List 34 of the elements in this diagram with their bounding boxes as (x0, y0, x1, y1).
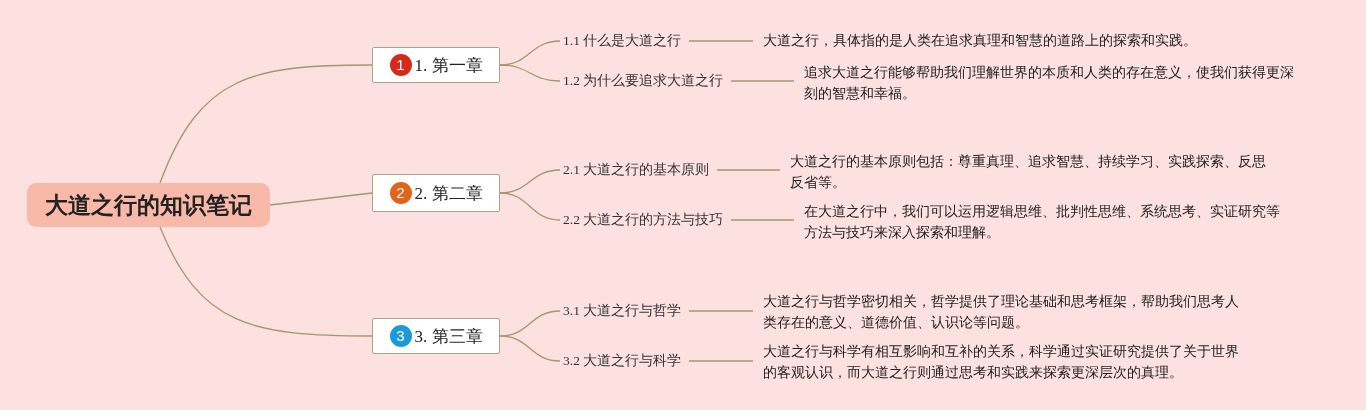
description-text: 大道之行的基本原则包括：尊重真理、追求智慧、持续学习、实践探索、反思反省等。 (790, 151, 1274, 195)
subtopic-text: 3.2 大道之行与科学 (563, 351, 682, 371)
connector-line (269, 192, 373, 206)
number-badge: 3 (389, 325, 412, 347)
description-text: 大道之行与科学有相互影响和互补的关系，科学通过实证研究提供了关于世界的客观认识，而大道之行则通过思考和实践来探索更深层次的真理。 (763, 341, 1247, 385)
connector-line (499, 335, 561, 362)
subtopic-text: 2.2 大道之行的方法与技巧 (563, 210, 724, 230)
connector-line (688, 360, 754, 362)
subtopic-text: 1.2 为什么要追求大道之行 (563, 71, 724, 91)
connector-line (688, 40, 754, 42)
description-text: 大道之行与哲学密切相关，哲学提供了理论基础和思考框架，帮助我们思考人类存在的意义、道德价值、认识论等问题。 (763, 291, 1247, 335)
number-badge: 1 (389, 54, 412, 76)
connector-line (159, 64, 373, 184)
central-topic-box: 大道之行的知识笔记 (27, 183, 270, 227)
connector-line (716, 169, 781, 171)
connector-line (499, 64, 561, 82)
chapter-box (372, 47, 500, 83)
connector-line (730, 80, 795, 82)
subtopic-text: 3.1 大道之行与哲学 (563, 301, 682, 321)
number-badge: 2 (389, 182, 412, 204)
connector-line (688, 310, 754, 312)
chapter-box (372, 318, 500, 354)
description-text: 在大道之行中，我们可以运用逻辑思维、批判性思维、系统思考、实证研究等方法与技巧来深入探索和理解。 (804, 201, 1288, 245)
subtopic-text: 1.1 什么是大道之行 (563, 31, 682, 51)
description-text: 大道之行，具体指的是人类在追求真理和智慧的道路上的探索和实践。 (763, 30, 1263, 52)
chapter-title: 3. 第三章 (414, 325, 483, 348)
chapter-title: 2. 第二章 (414, 182, 483, 205)
description-text: 追求大道之行能够帮助我们理解世界的本质和人类的存在意义，使我们获得更深刻的智慧和幸福。 (804, 62, 1300, 106)
chapter-box (372, 174, 500, 212)
connector-line (159, 226, 373, 337)
connector-line (730, 219, 795, 221)
connector-line (499, 192, 561, 221)
chapter-title: 1. 第一章 (414, 54, 483, 77)
subtopic-text: 2.1 大道之行的基本原则 (563, 160, 710, 180)
